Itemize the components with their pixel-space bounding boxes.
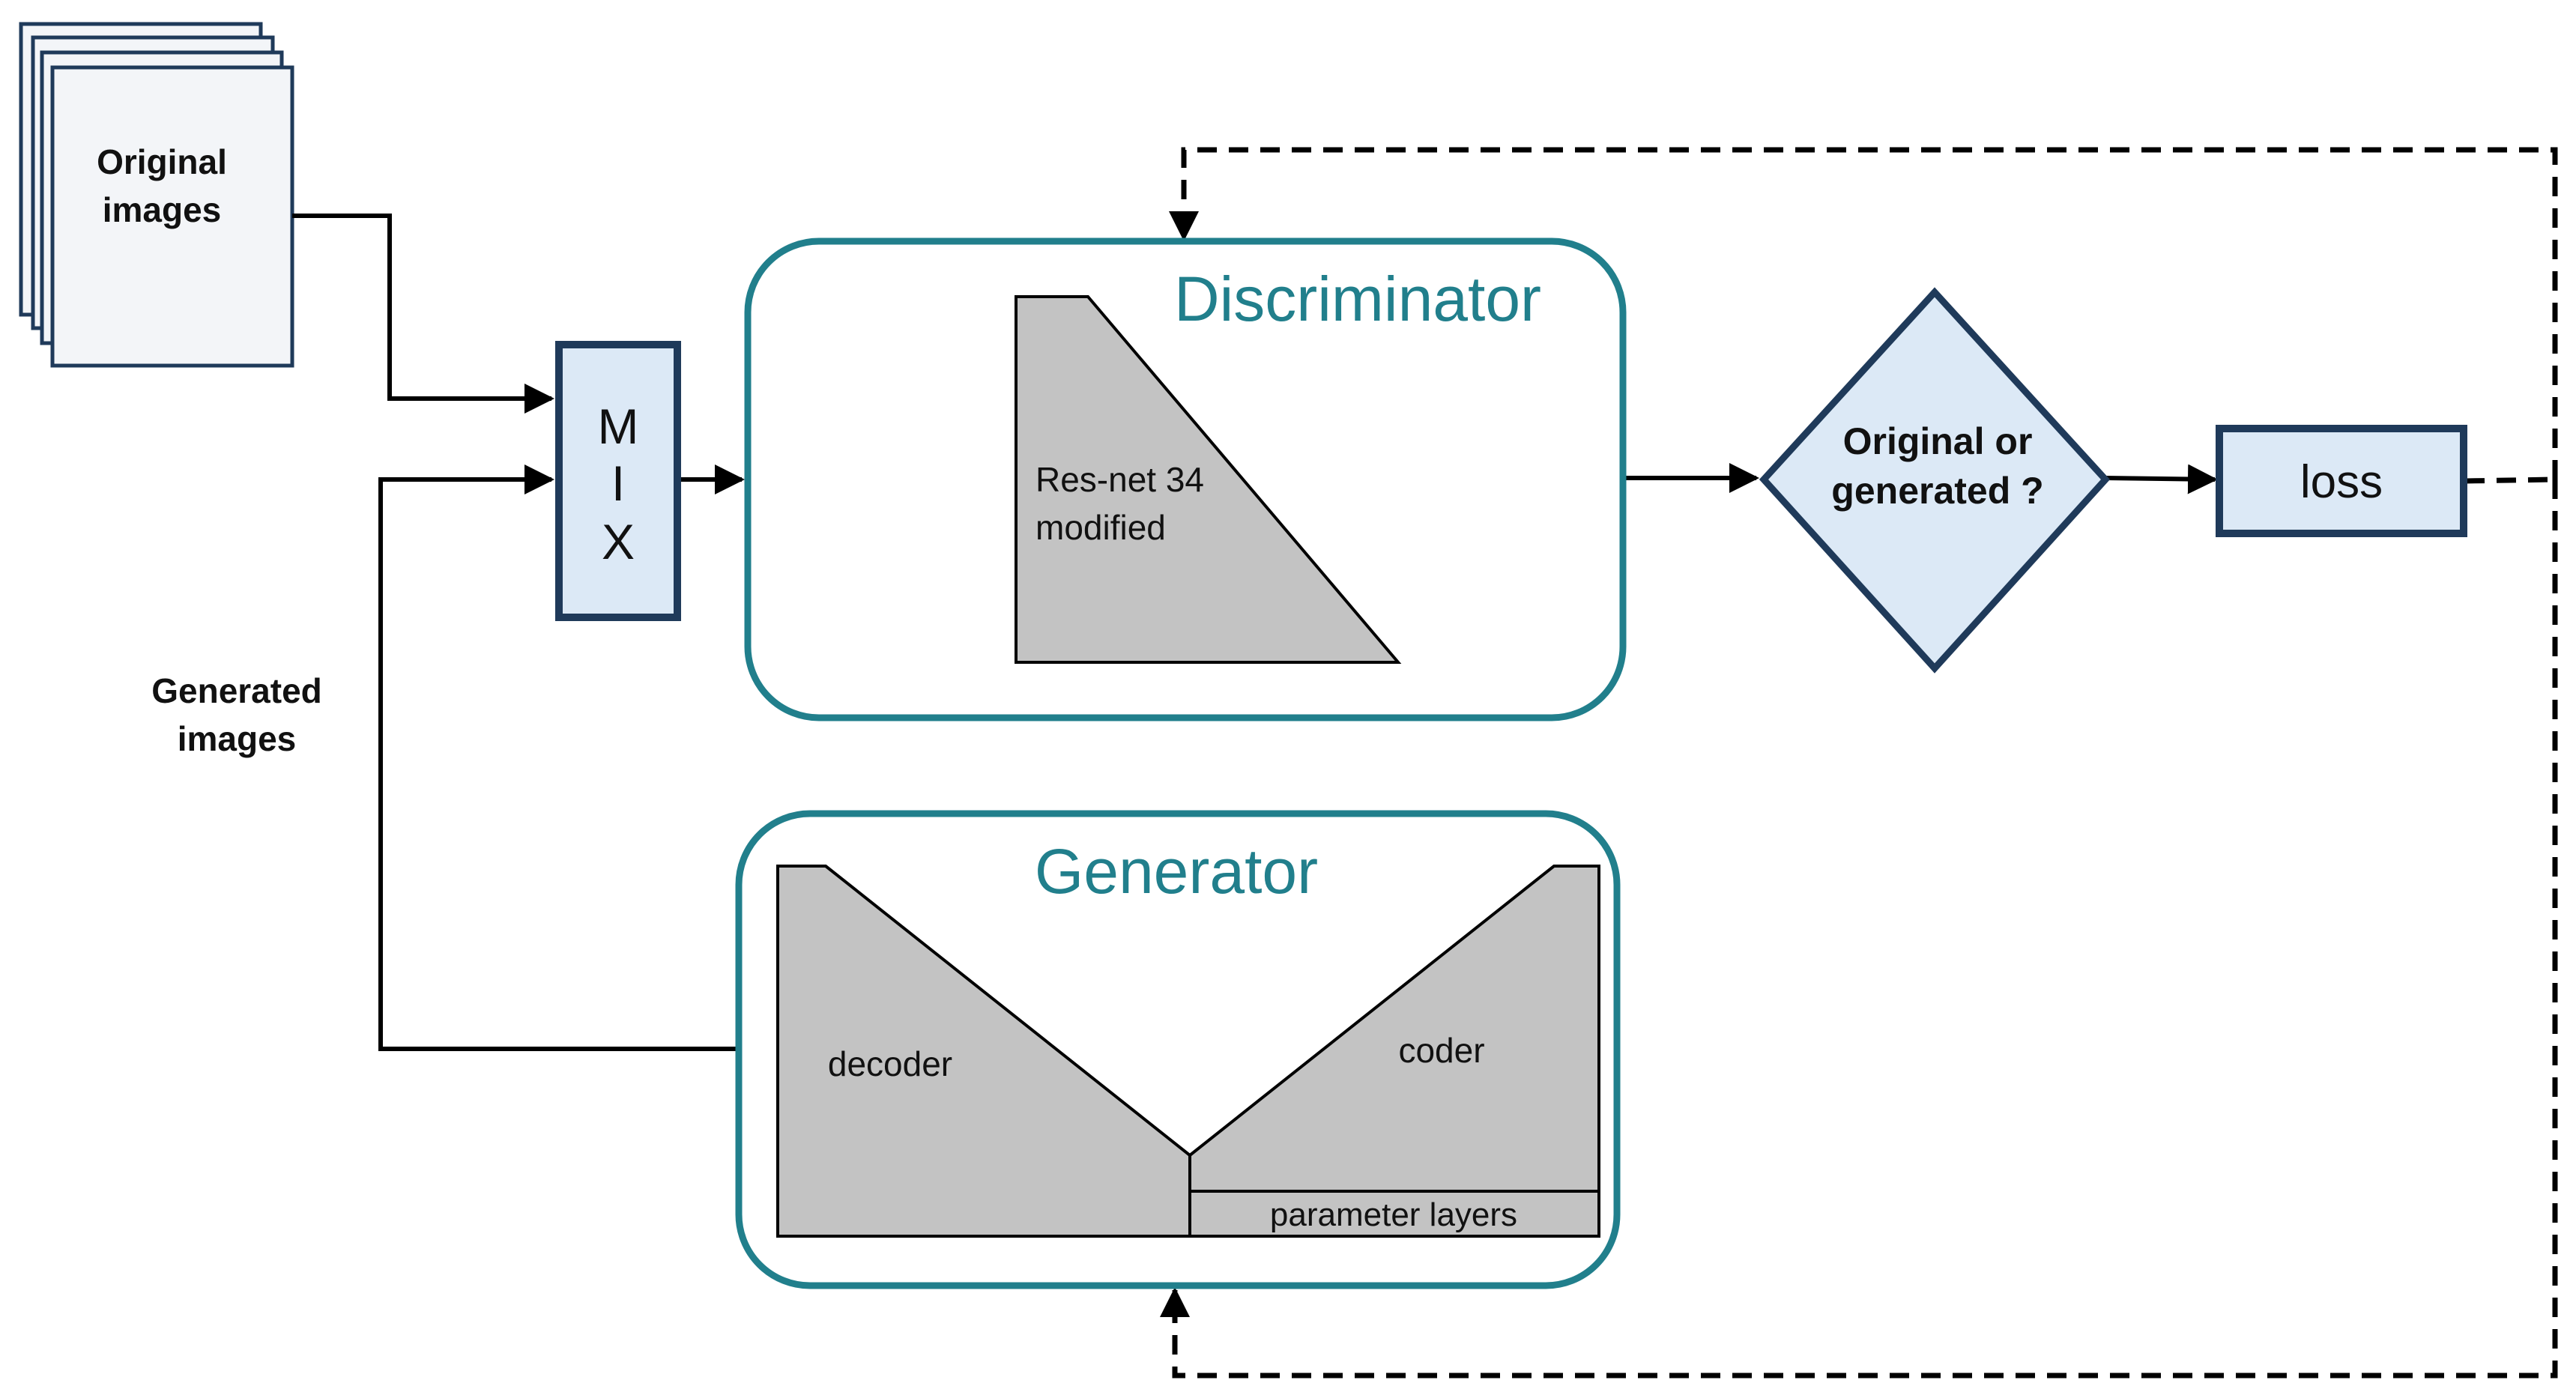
image-sheet-front (50, 65, 294, 368)
feedback-to-generator-dashed (1160, 479, 2558, 1379)
parameter-layers-shape (1188, 1190, 1600, 1238)
arrow-decision-to-loss (2105, 464, 2218, 494)
resnet-label-line2: modified (1035, 508, 1166, 547)
loss-label: loss (2300, 456, 2383, 508)
resnet-label-line1: Res-net 34 (1035, 460, 1204, 499)
decision-diamond-shape (1759, 287, 2111, 674)
original-images-label-line2: images (103, 190, 222, 229)
coder-shape (1188, 865, 1600, 1193)
mix-letter-x: X (602, 514, 635, 569)
arrow-original-to-mix (292, 214, 554, 414)
feedback-to-discriminator-dashed (1169, 147, 2558, 479)
loss-box: loss (2216, 425, 2467, 537)
discriminator-block: Discriminator Res-net 34 modified (744, 237, 1627, 721)
original-images-label-line1: Original (97, 142, 227, 181)
generator-block: Generator decoder coder parameter layers (735, 810, 1621, 1289)
parameter-layers-label: parameter layers (1270, 1196, 1517, 1233)
decision-label-line1: Original or (1843, 420, 2033, 462)
arrow-generator-to-mix (378, 464, 737, 1051)
discriminator-title: Discriminator (1174, 264, 1541, 334)
decision-label-line2: generated ? (1831, 470, 2043, 512)
resnet-shape (1015, 295, 1402, 664)
original-images-stack: Original images (19, 22, 294, 368)
mix-letter-i: I (611, 456, 625, 511)
decoder-label: decoder (828, 1044, 952, 1083)
coder-label: coder (1398, 1031, 1484, 1070)
mix-box: M I X (555, 341, 681, 621)
generated-images-label-line1: Generated (151, 671, 322, 710)
generator-title: Generator (1035, 836, 1318, 907)
feedback-loss-dashed (2464, 476, 2556, 484)
decision-diamond: Original or generated ? (1759, 287, 2111, 674)
mix-box-rect (555, 341, 681, 621)
generated-images-label-line2: images (178, 719, 297, 758)
loss-box-rect (2216, 425, 2467, 537)
mix-letter-m: M (598, 399, 639, 454)
